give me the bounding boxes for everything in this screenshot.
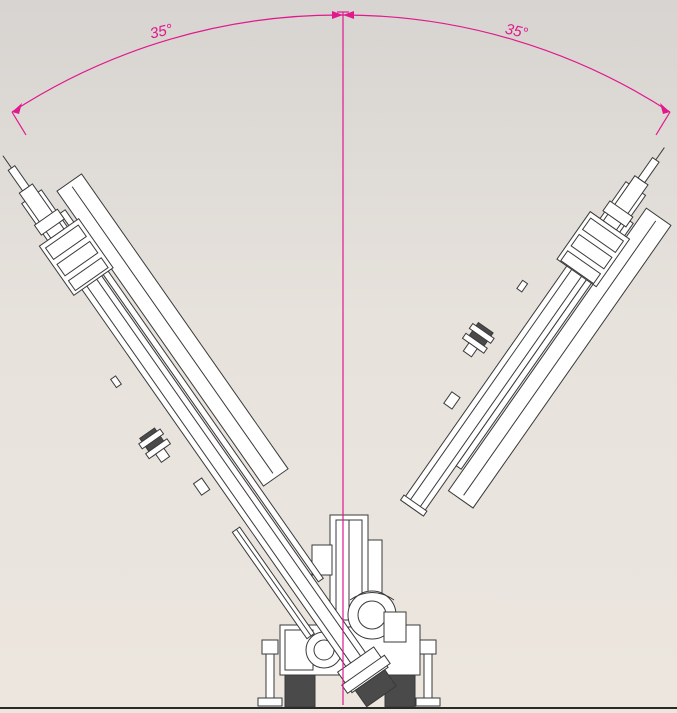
- arrowhead-right-center: [343, 11, 354, 19]
- track-block-left: [284, 674, 316, 708]
- right-angle-arc: [342, 14, 671, 113]
- right-angle-label: 35°: [504, 21, 530, 43]
- left-outrigger: [257, 639, 283, 707]
- arrowhead-right-end: [660, 103, 670, 114]
- arrowhead-left-end: [12, 103, 22, 114]
- angle-dimensions: [11, 11, 671, 705]
- machine-base: [0, 514, 677, 709]
- left-mast: [2, 155, 397, 708]
- left-mast-motor: [138, 427, 172, 463]
- left-angle-arc: [11, 14, 344, 113]
- arrowhead-left-center: [332, 11, 343, 19]
- right-mast: [399, 147, 672, 517]
- right-mast-motor: [461, 321, 495, 358]
- right-outrigger: [415, 639, 441, 707]
- left-angle-label: 35°: [148, 21, 174, 43]
